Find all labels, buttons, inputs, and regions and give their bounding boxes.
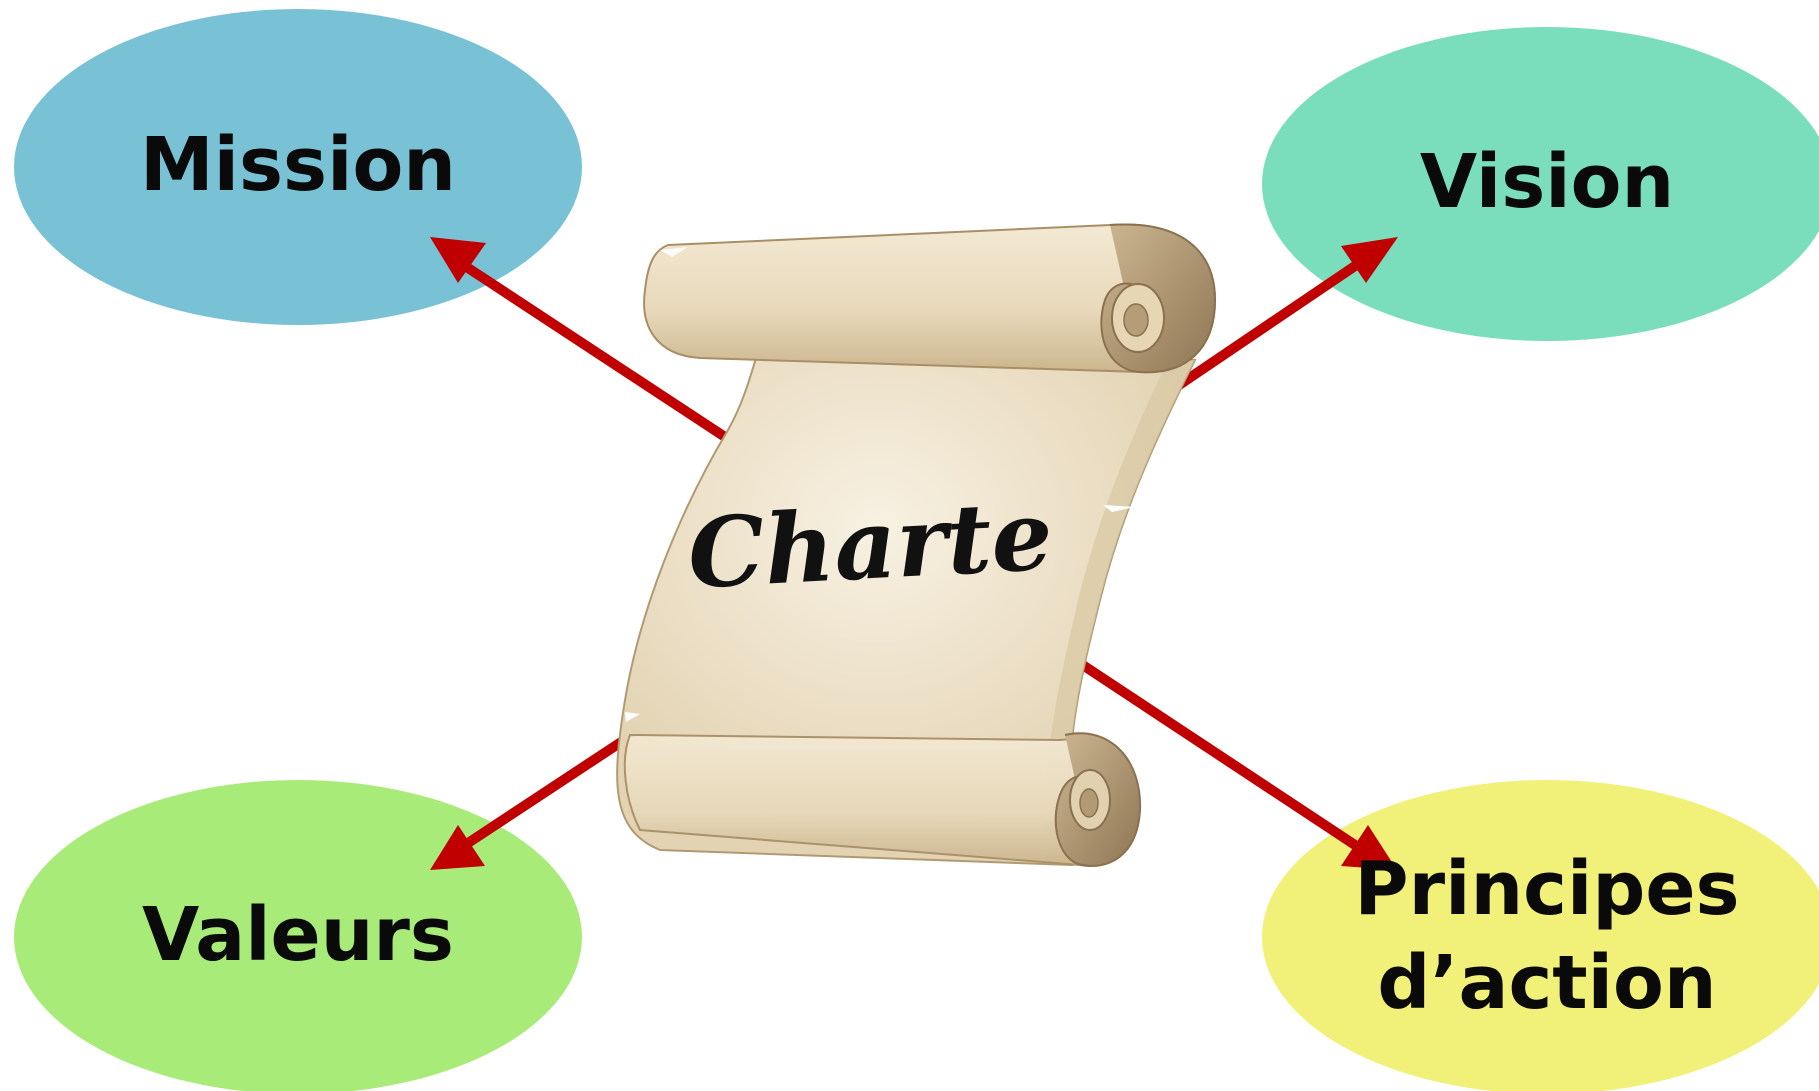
principes-label-line1: Principes bbox=[1354, 846, 1739, 932]
principes-label-line2: d’action bbox=[1377, 940, 1716, 1026]
center-title: Charte bbox=[685, 479, 1055, 611]
mission-label: Mission bbox=[140, 122, 456, 208]
valeurs-label: Valeurs bbox=[142, 892, 454, 978]
principes-ellipse bbox=[1262, 780, 1819, 1091]
vision-label: Vision bbox=[1420, 139, 1674, 225]
